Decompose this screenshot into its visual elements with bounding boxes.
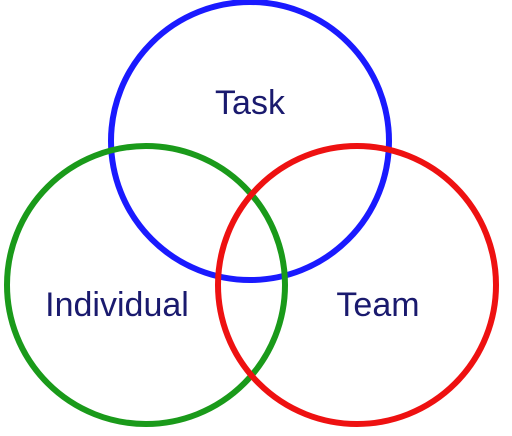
task-label: Task <box>215 84 286 122</box>
team-label: Team <box>336 286 419 324</box>
task-circle <box>108 0 392 283</box>
team-circle <box>215 143 499 427</box>
individual-label: Individual <box>45 286 189 324</box>
individual-circle <box>4 143 288 427</box>
